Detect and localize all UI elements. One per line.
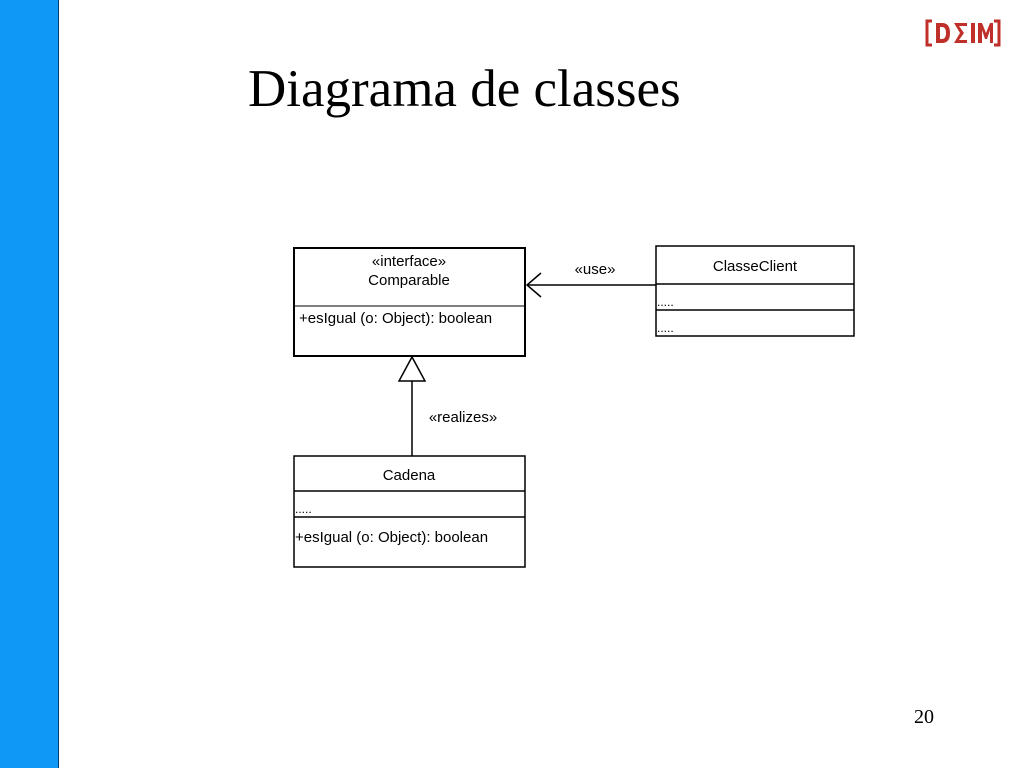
cadena-attributes: ..... xyxy=(295,502,312,516)
comparable-interface-box: «interface» Comparable +esIgual (o: Obje… xyxy=(293,247,526,357)
cadena-operation: +esIgual (o: Object): boolean xyxy=(295,529,488,546)
classe-client-name: ClasseClient xyxy=(713,258,798,275)
cadena-name: Cadena xyxy=(383,467,436,484)
comparable-operation: +esIgual (o: Object): boolean xyxy=(299,310,492,327)
cadena-class-box: Cadena ..... +esIgual (o: Object): boole… xyxy=(293,455,526,568)
slide-title: Diagrama de classes xyxy=(248,60,681,118)
classe-client-operations: ..... xyxy=(657,321,674,335)
comparable-stereotype: «interface» xyxy=(372,253,446,270)
realizes-arrow: «realizes» xyxy=(397,355,497,456)
page-number: 20 xyxy=(914,706,934,728)
realizes-label: «realizes» xyxy=(429,409,497,426)
comparable-name: Comparable xyxy=(368,272,450,289)
dsim-logo xyxy=(925,19,1001,47)
use-label: «use» xyxy=(575,261,616,278)
classe-client-box: ClasseClient ..... ..... xyxy=(655,245,855,337)
side-bar xyxy=(0,0,59,768)
classe-client-attributes: ..... xyxy=(657,295,674,309)
use-dependency-arrow: «use» xyxy=(525,261,656,298)
